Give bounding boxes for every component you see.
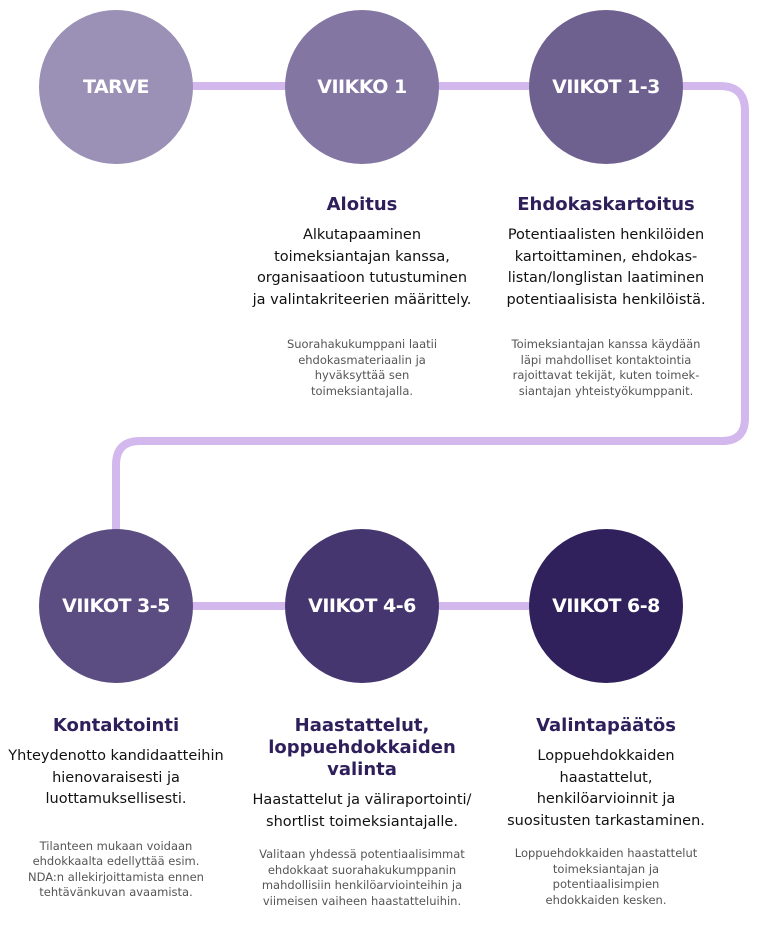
step-description: Alkutapaaminen toimeksiantajan kanssa, o…	[252, 227, 472, 308]
step-circle-label: VIIKOT 3-5	[62, 595, 170, 617]
step-circle-viikot-6-8: VIIKOT 6-8	[529, 529, 683, 683]
connector-path	[112, 82, 749, 610]
step-aloitus: Aloitus Alkutapaaminen toimeksiantajan k…	[240, 194, 484, 399]
step-kontaktointi: Kontaktointi Yhteydenotto kandidaatteihi…	[0, 715, 238, 901]
step-circle-viikot-3-5: VIIKOT 3-5	[39, 529, 193, 683]
step-title: Valintapäätös	[536, 715, 676, 736]
step-title: Aloitus	[326, 194, 398, 215]
step-description: Potentiaalisten henkilöiden kartoittamin…	[506, 227, 706, 308]
step-title: Haastattelut, loppuehdokkaiden valinta	[268, 715, 456, 780]
step-circle-viikko-1: VIIKKO 1	[285, 10, 439, 164]
step-valintapaatos: Valintapäätös Loppuehdokkaiden haastatte…	[484, 715, 728, 908]
step-title: Kontaktointi	[52, 715, 180, 736]
step-note: Toimeksiantajan kanssa käydään läpi mahd…	[511, 337, 701, 398]
step-title: Ehdokaskartoitus	[517, 194, 695, 215]
step-description: Loppuehdokkaiden haastattelut, henkilöar…	[507, 748, 705, 829]
step-circle-label: VIIKOT 1-3	[552, 76, 660, 98]
step-description: Haastattelut ja väliraportointi/ shortli…	[252, 792, 472, 830]
step-note: Tilanteen mukaan voidaan ehdokkaalta ede…	[28, 838, 204, 900]
step-circle-tarve: TARVE	[39, 10, 193, 164]
step-circle-label: VIIKOT 6-8	[552, 595, 660, 617]
step-note: Loppuehdokkaiden haastattelut toimeksian…	[514, 846, 698, 907]
step-circle-viikot-1-3: VIIKOT 1-3	[529, 10, 683, 164]
step-haastattelut: Haastattelut, loppuehdokkaiden valinta H…	[240, 715, 484, 909]
step-note: Valitaan yhdessä potentiaalisimmat ehdok…	[259, 847, 465, 908]
step-ehdokaskartoitus: Ehdokaskartoitus Potentiaalisten henkilö…	[484, 194, 728, 399]
step-description: Yhteydenotto kandidaatteihin hienovarais…	[8, 748, 224, 807]
step-circle-label: VIIKOT 4-6	[308, 595, 416, 617]
step-note: Suorahakukumppani laatii ehdokasmateriaa…	[286, 337, 438, 398]
step-circle-label: VIIKKO 1	[317, 76, 407, 98]
step-circle-viikot-4-6: VIIKOT 4-6	[285, 529, 439, 683]
step-circle-label: TARVE	[82, 76, 150, 98]
